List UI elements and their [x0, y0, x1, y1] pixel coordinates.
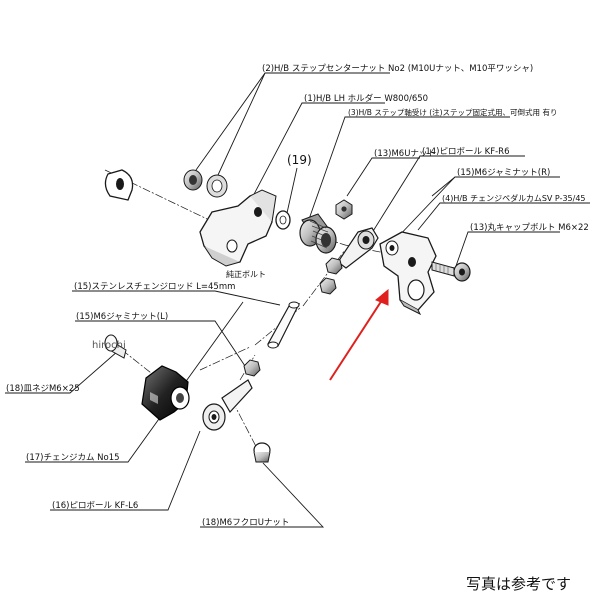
- leader-p17: [25, 301, 244, 463]
- jam-nut-l-part: [243, 359, 261, 377]
- leader-p13-nut: [346, 157, 420, 197]
- label-change-rod: (15)ステンレスチェンジロッド L=45mm: [74, 282, 236, 292]
- flat-screw-part: [104, 334, 127, 359]
- label-lh-holder: (1)H/B LH ホルダー W800/650: [304, 94, 429, 104]
- leader-p18-cap: [200, 462, 325, 528]
- label-pillow-ball-l: (16)ピロボール KF-L6: [52, 501, 139, 511]
- leader-p4: [417, 202, 590, 231]
- leader-p1: [251, 102, 385, 199]
- change-pedal-cam-part: [379, 231, 437, 316]
- pillow-ball-l-part: [202, 379, 253, 431]
- lh-holder-part: [199, 189, 277, 267]
- m6u-nut-part: [335, 199, 353, 220]
- leader-p3: [307, 116, 510, 223]
- label-jam-nut-l: (15)M6ジャミナット(L): [76, 312, 169, 322]
- step-cap-part: [104, 169, 134, 201]
- jam-nut-r-part: [319, 257, 343, 295]
- leader-p14: [369, 155, 525, 237]
- cap-nut-part: [253, 442, 271, 463]
- label-center-nut: (2)H/B ステップセンターナット No2 (M10Uナット、M10平ワッシャ…: [262, 64, 534, 74]
- pillow-ball-r-part: [337, 227, 379, 269]
- leader-p15l: [75, 320, 246, 367]
- washer-19-part: [275, 210, 291, 230]
- change-cam-part: [141, 365, 190, 421]
- label-cap-nut: (18)M6フクロUナット: [202, 518, 290, 528]
- label-pillow-ball-r: (14)ピロボール KF-R6: [422, 147, 510, 157]
- leader-p2-b: [195, 72, 266, 171]
- label-round-cap-bolt: (13)丸キャップボルト M6×22: [470, 223, 589, 233]
- label-m6u-nut: (13)M6Uナット: [374, 149, 436, 159]
- step-bearing-part: [299, 213, 337, 254]
- label-flat-screw: (18)皿ネジM6×25: [6, 384, 80, 394]
- label-genuine-bolt: 純正ボルト: [226, 270, 266, 279]
- leader-p13-bolt: [455, 231, 560, 267]
- label-change-pedal-cam: (4)H/B チェンジペダルカムSV P-35/45: [442, 194, 586, 203]
- pointer-arrow: [329, 288, 389, 381]
- leader-lines: [5, 72, 590, 528]
- footer-note: 写真は参考です: [466, 575, 572, 593]
- round-cap-bolt-part: [431, 261, 471, 282]
- label-washer-19: (19): [287, 153, 312, 167]
- leader-p16: [50, 430, 201, 511]
- leader-p15-rod: [214, 290, 281, 306]
- label-change-cam: (17)チェンジカム No15: [26, 453, 120, 463]
- change-rod-part: [267, 301, 301, 349]
- leader-p18-screw: [5, 350, 119, 394]
- label-step-bearing: (3)H/B ステップ軸受け (注)ステップ固定式用、可倒式用 有り: [348, 108, 558, 117]
- leader-p19: [286, 167, 298, 214]
- watermark: hirochi: [92, 340, 126, 351]
- center-nut-part: [183, 169, 228, 198]
- leader-p15r-b: [431, 176, 456, 197]
- label-jam-nut-r: (15)M6ジャミナット(R): [457, 168, 551, 178]
